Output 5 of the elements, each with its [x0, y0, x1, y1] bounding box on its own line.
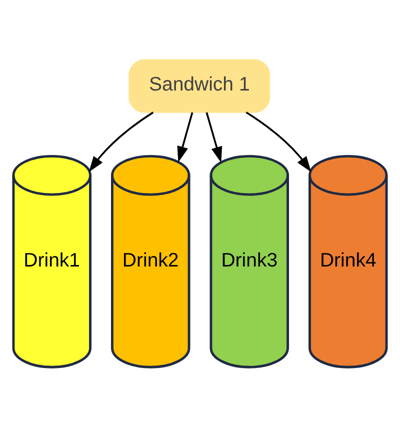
arrow [206, 112, 222, 162]
arrow [88, 111, 154, 172]
node-box: Sandwich 1 [128, 58, 270, 112]
arrow [177, 112, 194, 162]
arrow [246, 111, 312, 172]
